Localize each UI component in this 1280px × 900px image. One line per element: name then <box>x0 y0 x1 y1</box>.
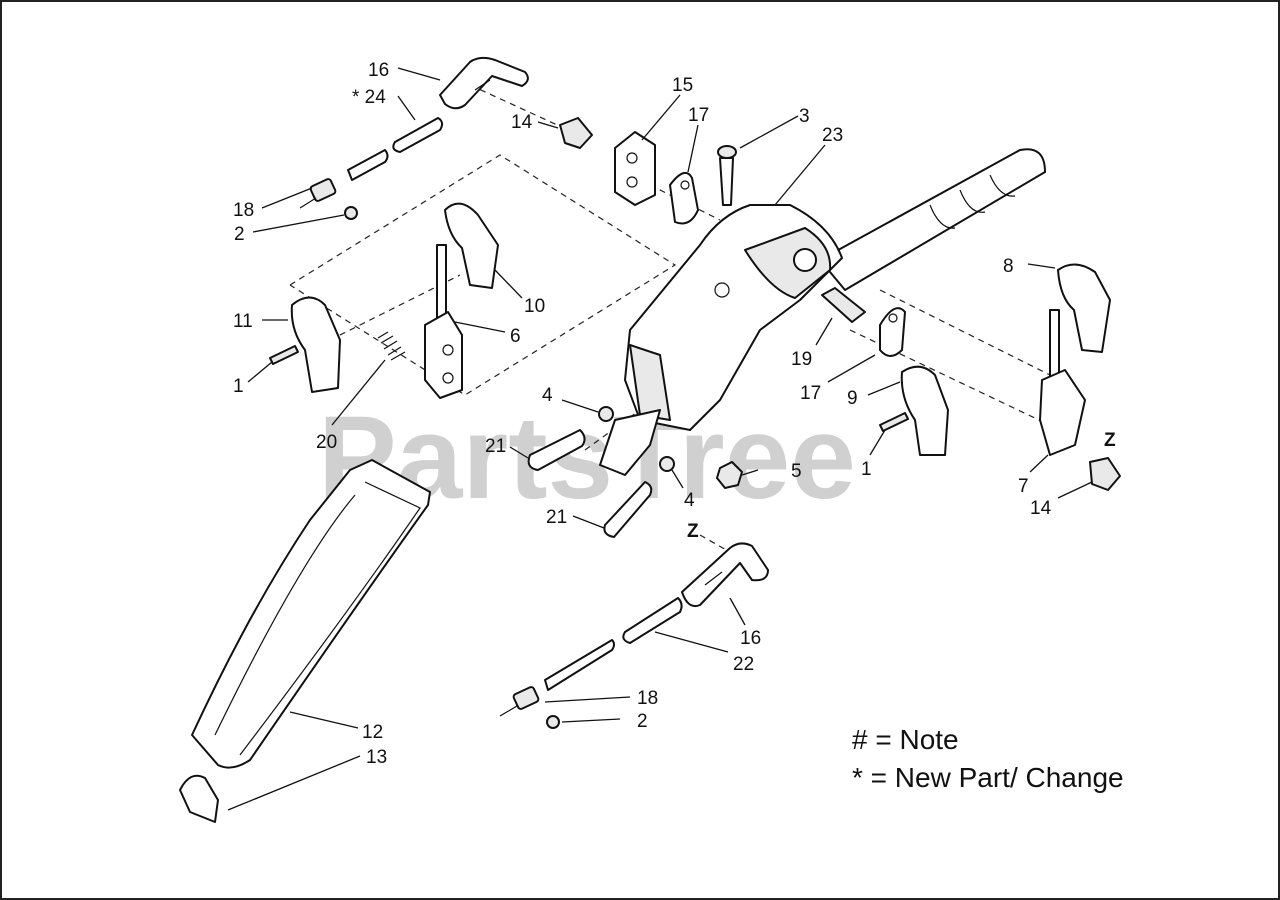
callout-6: 6 <box>510 326 521 347</box>
part-20-spring <box>377 331 406 361</box>
part-11-grip <box>290 296 341 393</box>
callout-13: 13 <box>366 747 387 768</box>
callout-2-top: 2 <box>234 224 245 245</box>
part-4-nut-upper <box>598 406 614 422</box>
callout-15: 15 <box>672 75 693 96</box>
callout-14-right: 14 <box>1030 498 1052 519</box>
part-18-clip-top <box>299 149 389 209</box>
part-18-clip-bottom <box>499 686 540 717</box>
part-8-trigger <box>1057 263 1111 353</box>
part-13-deflector <box>179 774 219 823</box>
callout-9: 9 <box>847 388 858 409</box>
part-17-plate-top <box>669 171 699 225</box>
part-2-screw-bottom <box>546 715 560 729</box>
part-21-bolt-upper <box>527 429 586 471</box>
part-1-screw-left <box>269 345 299 365</box>
callout-14-top: 14 <box>511 112 533 133</box>
legend-note: # = Note <box>852 724 959 755</box>
callout-3: 3 <box>799 106 810 127</box>
part-9-grip <box>900 365 949 456</box>
part-1-screw-right <box>879 412 909 432</box>
callout-24: * 24 <box>352 87 386 108</box>
callout-1-left: 1 <box>233 376 244 397</box>
callout-20: 20 <box>316 432 337 453</box>
callout-7: 7 <box>1018 476 1029 497</box>
part-3-bolt <box>717 145 737 206</box>
callout-22: 22 <box>733 654 754 675</box>
leader-lines <box>227 67 1093 811</box>
part-6-lever <box>424 244 463 399</box>
callout-4-upper: 4 <box>542 385 553 406</box>
part-5-nut <box>716 461 743 489</box>
callout-z-right: Z <box>1104 430 1116 451</box>
part-2-screw-top <box>344 206 358 220</box>
part-14-bushing-right <box>1089 457 1121 491</box>
part-23-tube <box>819 148 1046 291</box>
callout-4-lower: 4 <box>684 490 695 511</box>
part-23-housing <box>624 204 843 431</box>
part-24-pin <box>392 117 444 153</box>
callout-1-right: 1 <box>861 459 872 480</box>
part-16-handle-pin-top <box>439 56 529 110</box>
callout-labels: 16 * 24 14 15 17 3 23 18 2 10 6 11 1 20 … <box>233 60 1116 768</box>
part-14-bushing-top <box>559 117 593 149</box>
part-19-spacer <box>821 287 866 323</box>
callout-18-top: 18 <box>233 200 254 221</box>
part-22-pin <box>544 597 683 691</box>
callout-19: 19 <box>791 349 812 370</box>
part-12-chute <box>191 459 431 769</box>
callout-17-top: 17 <box>688 105 709 126</box>
callout-18-bottom: 18 <box>637 688 658 709</box>
callout-21-upper: 21 <box>485 436 506 457</box>
callout-23: 23 <box>822 125 843 146</box>
callout-16-top: 16 <box>368 60 389 81</box>
callout-5: 5 <box>791 461 802 482</box>
part-10-trigger <box>444 202 499 289</box>
part-4-nut-lower <box>659 456 675 472</box>
legend-new-part: * = New Part/ Change <box>852 762 1124 793</box>
callout-z-lower: Z <box>687 521 699 542</box>
callout-12: 12 <box>362 722 383 743</box>
part-21-bolt-lower <box>603 481 653 538</box>
callout-21-lower: 21 <box>546 507 567 528</box>
housing-lower-tongue <box>599 409 661 476</box>
callout-11: 11 <box>233 311 253 332</box>
callout-8: 8 <box>1003 256 1014 277</box>
part-17-plate-right <box>879 307 906 357</box>
part-7-lever <box>1039 309 1086 456</box>
part-15-bracket <box>614 131 656 206</box>
callout-17-right: 17 <box>800 383 821 404</box>
callout-10: 10 <box>524 296 545 317</box>
callout-16-bottom: 16 <box>740 628 761 649</box>
callout-2-bottom: 2 <box>637 711 648 732</box>
part-16-handle-pin-bottom <box>681 542 769 608</box>
